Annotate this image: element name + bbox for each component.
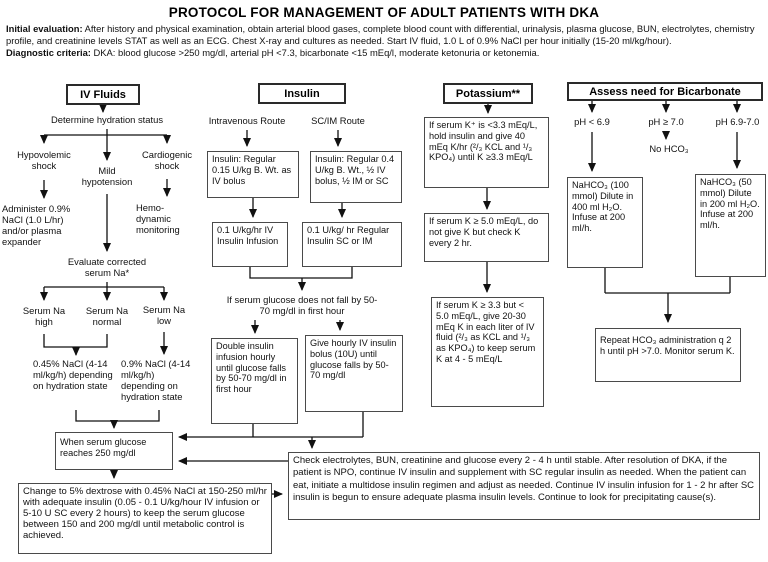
determine-hydration-label: Determine hydration status xyxy=(50,114,164,125)
nahco3-50-box: NaHCO₃ (50 mmol) Dilute in 200 ml H₂O. I… xyxy=(695,174,766,277)
mild-hypotension-label: Mild hypotension xyxy=(81,165,133,187)
diagnostic-criteria-paragraph: Diagnostic criteria: DKA: blood glucose … xyxy=(6,47,540,59)
potassium-high-box: If serum K ≥ 5.0 mEq/L, do not give K bu… xyxy=(424,213,549,262)
initial-evaluation-label: Initial evaluation: xyxy=(6,23,83,34)
glucose-no-fall-label: If serum glucose does not fall by 50-70 … xyxy=(226,294,378,316)
hypovolemic-shock-label: Hypovolemic shock xyxy=(17,149,71,171)
repeat-hco3-box: Repeat HCO₃ administration q 2 h until p… xyxy=(595,328,741,382)
intro-text: Initial evaluation: After history and ph… xyxy=(6,23,762,60)
dextrose-box: Change to 5% dextrose with 0.45% NaCl at… xyxy=(18,483,272,554)
iv-infusion-box: 0.1 U/kg/hr IV Insulin Infusion xyxy=(212,222,288,267)
cardiogenic-shock-label: Cardiogenic shock xyxy=(141,149,193,171)
ph-low-label: pH < 6.9 xyxy=(574,116,610,127)
scim-infusion-box: 0.1 U/kg/ hr Regular Insulin SC or IM xyxy=(302,222,402,267)
nahco3-100-box: NaHCO₃ (100 mmol) Dilute in 400 ml H₂O. … xyxy=(567,177,643,268)
iv-fluids-header: IV Fluids xyxy=(66,84,140,105)
followup-check-box: Check electrolytes, BUN, creatinine and … xyxy=(288,452,760,520)
ph-high-label: pH ≥ 7.0 xyxy=(648,116,684,127)
bicarbonate-header: Assess need for Bicarbonate xyxy=(567,82,763,101)
serum-na-high-label: Serum Na high xyxy=(22,305,66,327)
scim-route-label: SC/IM Route xyxy=(311,115,365,126)
intravenous-route-label: Intravenous Route xyxy=(208,115,286,126)
ph-mid-label: pH 6.9-7.0 xyxy=(715,116,760,127)
glucose-250-box: When serum glucose reaches 250 mg/dl xyxy=(55,432,173,470)
nacl-09-label: 0.9% NaCl (4-14 ml/kg/h) depending on hy… xyxy=(121,358,191,402)
serum-na-normal-label: Serum Na normal xyxy=(85,305,129,327)
scim-bolus-box: Insulin: Regular 0.4 U/kg B. Wt., ½ IV b… xyxy=(310,151,402,203)
iv-bolus-box: Insulin: Regular 0.15 U/kg B. Wt. as IV … xyxy=(207,151,299,198)
hourly-bolus-box: Give hourly IV insulin bolus (10U) until… xyxy=(305,335,403,412)
potassium-header: Potassium** xyxy=(443,83,533,104)
insulin-header: Insulin xyxy=(258,83,346,104)
page-title: PROTOCOL FOR MANAGEMENT OF ADULT PATIENT… xyxy=(168,5,600,20)
evaluate-serum-na-label: Evaluate corrected serum Na* xyxy=(67,256,147,278)
no-hco3-label: No HCO₃ xyxy=(649,143,689,154)
hemodynamic-monitoring-label: Hemo-dynamic monitoring xyxy=(136,202,180,235)
diagnostic-criteria-label: Diagnostic criteria: xyxy=(6,47,91,59)
serum-na-low-label: Serum Na low xyxy=(142,304,186,326)
nacl-045-label: 0.45% NaCl (4-14 ml/kg/h) depending on h… xyxy=(33,358,113,391)
potassium-mid-box: If serum K ≥ 3.3 but < 5.0 mEq/L, give 2… xyxy=(431,297,544,407)
administer-nacl-label: Administer 0.9% NaCl (1.0 L/hr) and/or p… xyxy=(2,203,71,247)
initial-evaluation-paragraph: Initial evaluation: After history and ph… xyxy=(6,23,755,47)
potassium-low-box: If serum K⁺ is <3.3 mEq/L, hold insulin … xyxy=(424,117,549,188)
double-infusion-box: Double insulin infusion hourly until glu… xyxy=(211,338,298,424)
